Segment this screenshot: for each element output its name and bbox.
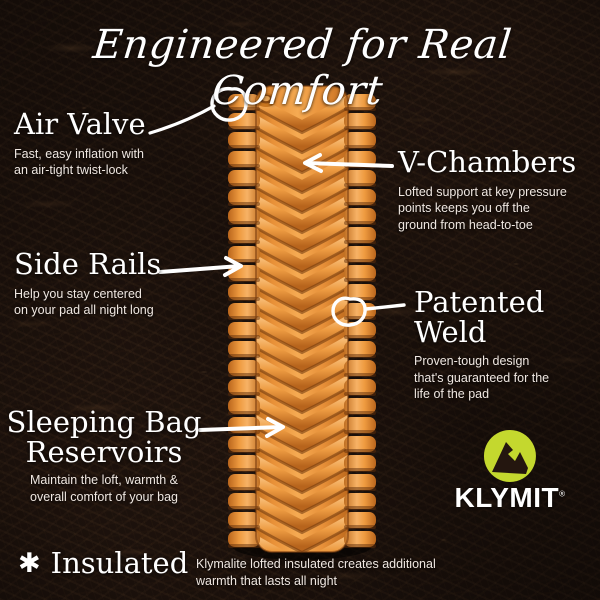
- callout-air-valve: Air Valve Fast, easy inflation with an a…: [14, 107, 146, 179]
- sleeping-pad-image: [226, 84, 378, 560]
- snowflake-asterisk-icon: ✱: [18, 548, 41, 579]
- callout-patented-weld: Patented Weld Proven-tough design that's…: [414, 285, 550, 403]
- klymit-wordmark-text: KLYMIT: [454, 482, 560, 513]
- page-title: Engineered for Real Comfort: [90, 22, 514, 114]
- callout-patented-weld-heading-line-2: Weld: [414, 314, 487, 349]
- callout-sleeping-bag-reservoirs-body-line-1: Maintain the loft, warmth &: [30, 473, 178, 488]
- insulated-label: Insulated: [50, 546, 189, 580]
- twist-lock-valve: [256, 93, 276, 107]
- callout-air-valve-heading: Air Valve: [14, 107, 146, 141]
- insulated-description-line-1: Klymalite lofted insulated creates addit…: [196, 557, 436, 571]
- callout-side-rails-body-line-2: on your pad all night long: [14, 303, 154, 318]
- callout-patented-weld-heading-line-1: Patented: [414, 285, 545, 319]
- callout-v-chambers-body-line-3: ground from head-to-toe: [398, 217, 533, 232]
- callout-side-rails-body-line-1: Help you stay centered: [14, 286, 142, 301]
- callout-patented-weld-body-line-2: that's guaranteed for the: [414, 370, 550, 385]
- callout-side-rails: Side Rails Help you stay centered on you…: [14, 247, 162, 319]
- insulated-badge: ✱ Insulated: [18, 549, 188, 578]
- registered-trademark-symbol: ®: [559, 489, 566, 499]
- callout-v-chambers-body-line-2: points keeps you off the: [398, 201, 530, 216]
- callout-air-valve-body-line-1: Fast, easy inflation with: [14, 146, 144, 161]
- klymit-wordmark: KLYMIT®: [434, 484, 586, 512]
- insulated-description-line-2: warmth that lasts all night: [196, 573, 338, 588]
- callout-v-chambers: V-Chambers Lofted support at key pressur…: [398, 145, 577, 233]
- callout-v-chambers-body-line-1: Lofted support at key pressure: [398, 184, 567, 199]
- callout-patented-weld-body-line-3: life of the pad: [414, 387, 490, 402]
- callout-sleeping-bag-reservoirs-heading-line-1: Sleeping Bag: [6, 405, 202, 439]
- callout-patented-weld-body-line-1: Proven-tough design: [414, 354, 530, 369]
- callout-side-rails-heading: Side Rails: [14, 247, 162, 281]
- insulated-description: Klymalite lofted insulated creates addit…: [196, 556, 436, 589]
- klymit-logo: KLYMIT®: [434, 428, 586, 512]
- callout-sleeping-bag-reservoirs-body-line-2: overall comfort of your bag: [30, 489, 178, 504]
- klymit-mountain-icon: [483, 430, 536, 482]
- callout-sleeping-bag-reservoirs: Sleeping Bag Reservoirs Maintain the lof…: [6, 405, 202, 505]
- callout-air-valve-body-line-2: an air-tight twist-lock: [14, 163, 128, 178]
- callout-sleeping-bag-reservoirs-heading-line-2: Reservoirs: [25, 434, 183, 469]
- callout-v-chambers-heading: V-Chambers: [398, 145, 577, 179]
